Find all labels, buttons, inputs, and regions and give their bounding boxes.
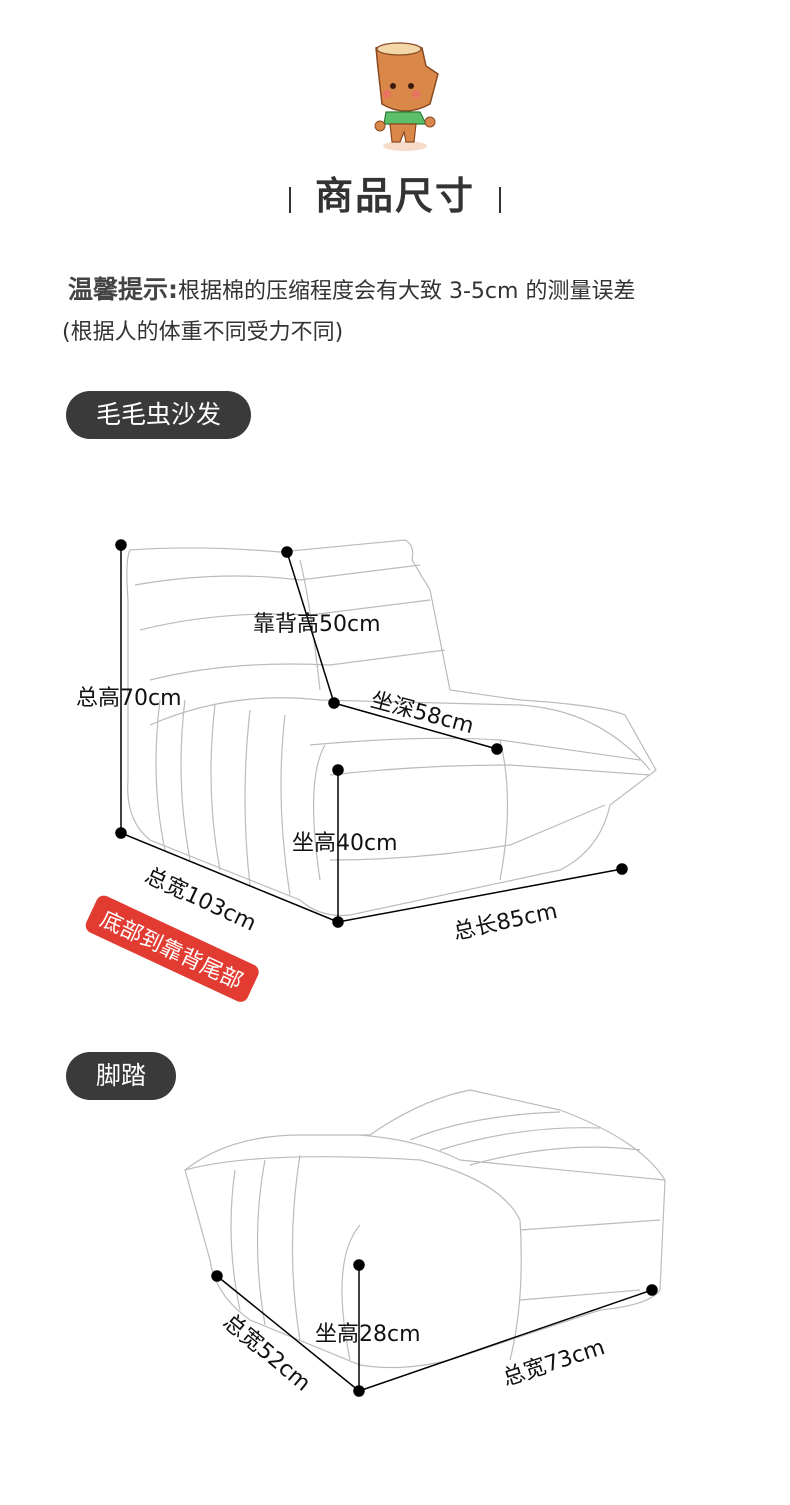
section-label-footstool: 脚踏 bbox=[66, 1052, 177, 1100]
notice-label: 温馨提示: bbox=[68, 275, 178, 304]
title-divider bbox=[499, 186, 501, 213]
notice-text: 根据棉的压缩程度会有大致 3-5cm 的测量误差 bbox=[178, 279, 636, 304]
dim-total-height: 总高70cm bbox=[76, 686, 182, 711]
dim-backrest-height: 靠背高50cm bbox=[253, 612, 381, 637]
notice-sub: (根据人的体重不同受力不同) bbox=[62, 320, 344, 345]
dim-seat-height: 坐高40cm bbox=[292, 831, 398, 856]
title-divider bbox=[288, 186, 291, 213]
section-label-sofa: 毛毛虫沙发 bbox=[66, 391, 252, 439]
dim-footstool-seat-height: 坐高28cm bbox=[315, 1322, 421, 1347]
title-text: 商品尺寸 bbox=[314, 173, 475, 218]
notice: 温馨提示:根据棉的压缩程度会有大致 3-5cm 的测量误差 bbox=[68, 270, 635, 306]
page-title: 商品尺寸 bbox=[0, 165, 790, 220]
mascot-icon bbox=[374, 42, 439, 151]
